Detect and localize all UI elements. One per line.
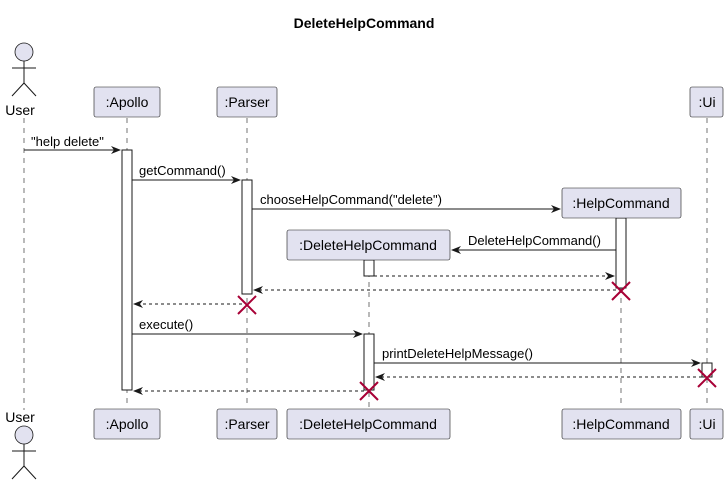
participant-parser-label-bottom: :Parser <box>224 416 269 432</box>
participant-apollo-bottom <box>93 408 161 440</box>
participant-ui-label-top: :Ui <box>698 94 715 110</box>
participant-apollo-label-top: :Apollo <box>106 94 149 110</box>
participant-deletehelp-created <box>286 229 451 261</box>
participant-user-label-top: User <box>5 102 35 118</box>
message-label-execute: execute() <box>139 317 193 332</box>
diagram-title: DeleteHelpCommand <box>294 15 435 31</box>
participant-deletehelp-bottom <box>286 408 451 440</box>
actor-user-bottom <box>11 425 37 480</box>
participant-helpcommand-label-bottom: :HelpCommand <box>572 416 669 432</box>
destroy-marker-deletehelp <box>359 381 379 401</box>
participant-ui-label-bottom: :Ui <box>698 416 715 432</box>
message-label-help-delete: "help delete" <box>31 134 104 149</box>
participant-parser-label-top: :Parser <box>224 94 269 110</box>
activation-apollo <box>121 149 133 391</box>
participant-helpcommand-created <box>561 187 682 219</box>
message-label-choosehelpcommand: chooseHelpCommand("delete") <box>260 192 442 207</box>
activation-deletehelp-1 <box>363 259 375 277</box>
participant-parser-top <box>216 86 278 118</box>
participant-ui-bottom <box>689 408 724 440</box>
actor-user-top <box>11 42 37 97</box>
activation-deletehelp-2 <box>363 333 375 391</box>
destroy-marker-ui <box>697 368 717 388</box>
participant-deletehelp-label-bottom: :DeleteHelpCommand <box>299 416 437 432</box>
participant-apollo-top <box>93 86 161 118</box>
participant-helpcommand-label-created: :HelpCommand <box>572 195 669 211</box>
participant-apollo-label-bottom: :Apollo <box>106 416 149 432</box>
destroy-marker-parser <box>237 295 257 315</box>
activation-helpcommand <box>615 217 627 289</box>
destroy-marker-helpcommand <box>611 281 631 301</box>
participant-deletehelp-label-created: :DeleteHelpCommand <box>299 237 437 253</box>
message-label-printdeletehelpmessage: printDeleteHelpMessage() <box>382 346 533 361</box>
participant-user-label-bottom: User <box>5 409 35 425</box>
activation-parser <box>241 179 253 295</box>
participant-helpcommand-bottom <box>561 408 682 440</box>
participant-ui-top <box>689 86 724 118</box>
participant-parser-bottom <box>216 408 278 440</box>
message-label-deletehelpcommand-constructor: DeleteHelpCommand() <box>468 233 601 248</box>
message-label-getcommand: getCommand() <box>139 163 226 178</box>
